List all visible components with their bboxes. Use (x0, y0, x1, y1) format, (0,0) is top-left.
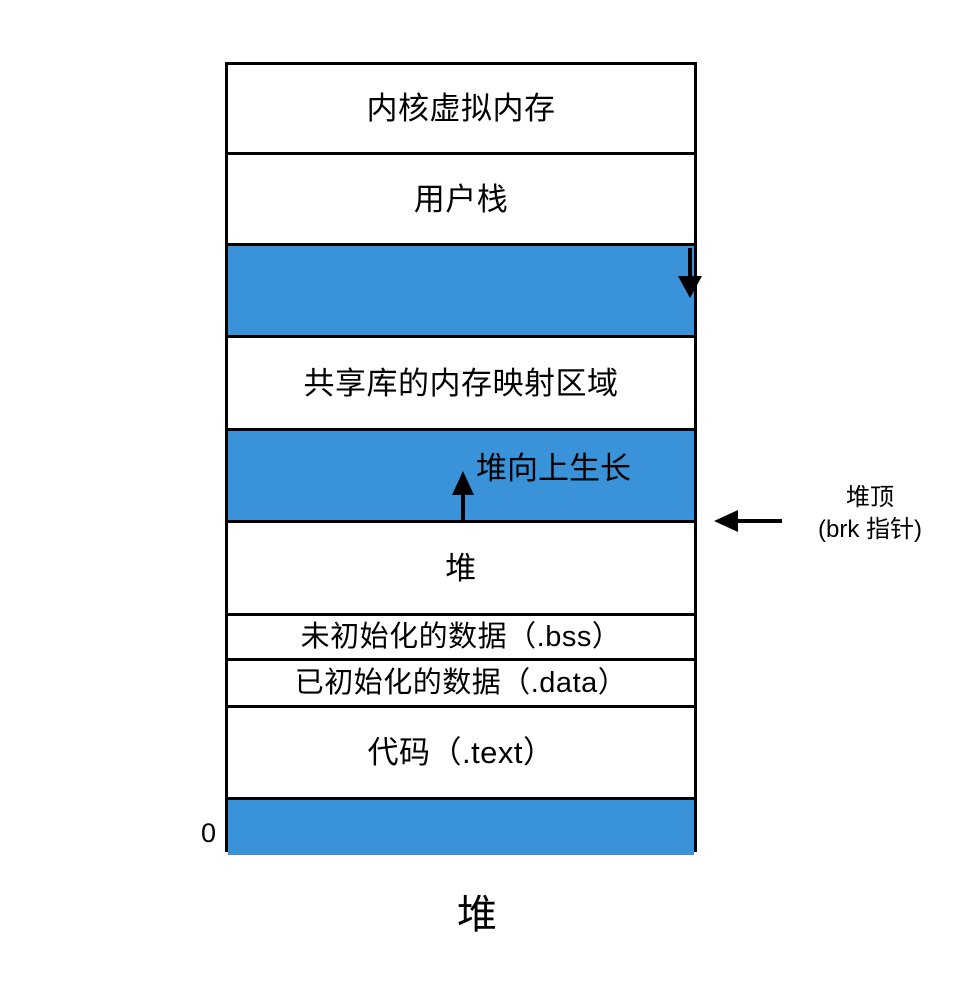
memory-band-label: 已初始化的数据（.data） (294, 666, 628, 699)
memory-band-kernel-virtual-memory: 内核虚拟内存 (228, 65, 694, 155)
arrow-down-icon (678, 248, 702, 298)
base-address-label: 0 (201, 818, 217, 848)
brk-pointer-annotation: 堆顶 (brk 指针) (790, 482, 950, 545)
arrow-left-icon (714, 510, 782, 532)
memory-band-label: 共享库的内存映射区域 (303, 365, 619, 401)
memory-band-uninitialized-data: 未初始化的数据（.bss） (228, 616, 694, 661)
memory-band-code-text: 代码（.text） (228, 708, 694, 800)
memory-band-label: 代码（.text） (367, 735, 555, 770)
memory-band-label: 未初始化的数据（.bss） (300, 620, 622, 653)
memory-band-user-stack: 用户栈 (228, 155, 694, 246)
memory-band-initialized-data: 已初始化的数据（.data） (228, 661, 694, 708)
memory-band-label: 堆向上生长 (476, 451, 631, 486)
memory-band-heap-grows-up: 堆向上生长 (228, 431, 694, 526)
memory-band-shared-library-mmap: 共享库的内存映射区域 (228, 338, 694, 431)
memory-layout-diagram: 内核虚拟内存 用户栈 共享库的内存映射区域 堆向上生长 (225, 62, 702, 855)
memory-band-label: 堆 (445, 550, 477, 586)
arrow-up-icon (452, 471, 474, 526)
memory-band-label: 用户栈 (413, 181, 509, 217)
memory-band-reserved-low-memory (228, 800, 694, 855)
memory-band-heap: 堆 (228, 523, 694, 616)
figure-caption: 堆 (457, 893, 497, 937)
heap-growth-indicator: 堆向上生长 (228, 431, 694, 526)
brk-annotation-line-1: 堆顶 (846, 484, 894, 511)
brk-annotation-line-2: (brk 指针) (818, 515, 922, 543)
memory-band-stack-grows-down (228, 246, 702, 338)
memory-band-label: 内核虚拟内存 (366, 91, 556, 126)
